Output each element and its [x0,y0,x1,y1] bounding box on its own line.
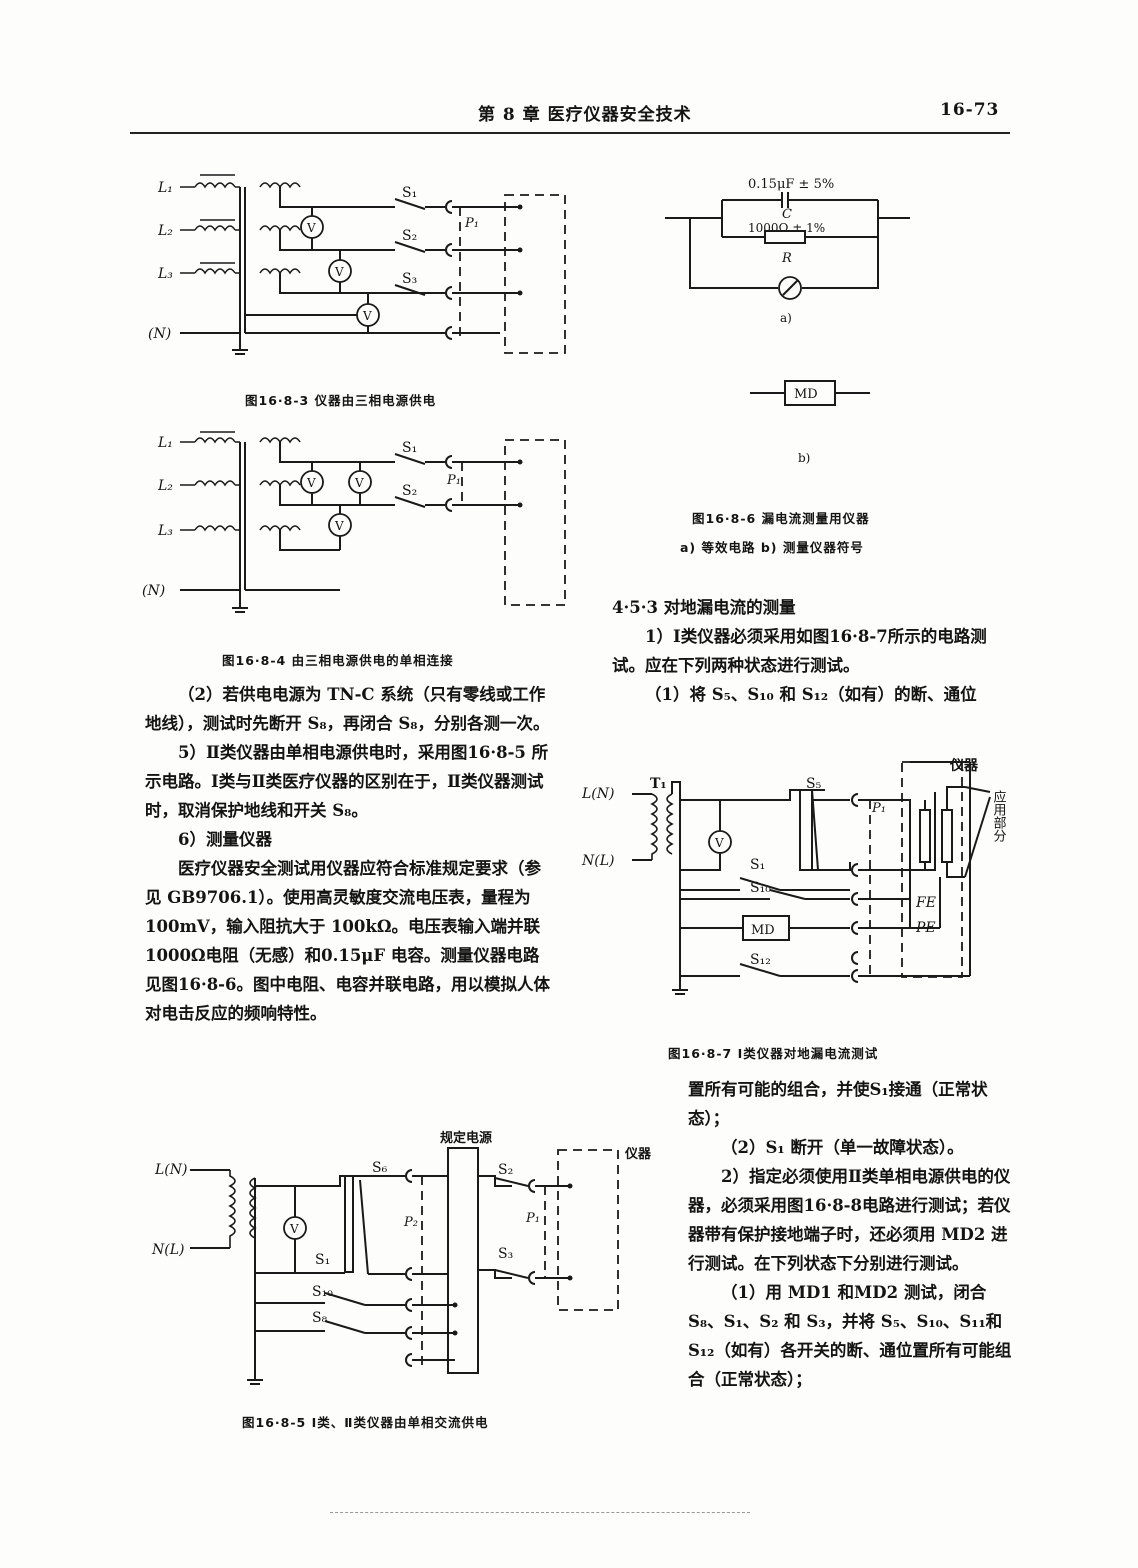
svg-text:L₁: L₁ [157,435,173,451]
svg-text:V: V [334,519,344,533]
caption-fig4: 图16·8-4 由三相电源供电的单相连接 [222,653,454,668]
svg-text:仪器: 仪器 [624,1147,652,1162]
figure-16-8-5: L(N) N(L) 规定电源 仪器 S₆ P₂ S₁ S₁₀ S₈ S₂ S₃ … [151,1130,652,1385]
svg-text:MD: MD [794,387,818,402]
figure-16-8-4: L₁ L₂ L₃ (N) V V V S₁ S₂ P₁ [142,431,566,613]
svg-text:T₁: T₁ [650,776,667,792]
figure-16-8-6: 0.15μF ± 5% C 1000Ω ± 1% R a) MD b) [665,177,910,465]
svg-text:R: R [781,251,792,266]
caption-fig5: 图16·8-5 Ⅰ类、Ⅱ类仪器由单相交流供电 [242,1415,489,1430]
subcaption-fig6: a) 等效电路 b) 测量仪器符号 [680,540,864,555]
label-l2: L₂ [157,223,173,239]
svg-text:S₂: S₂ [498,1162,513,1178]
right-paragraph-5: 2）指定必须使用Ⅱ类单相电源供电的仪器，必须采用图16·8-8电路进行测试；若仪… [688,1167,1011,1273]
svg-text:P₂: P₂ [403,1215,418,1230]
right-text-block: 4·5·3 对地漏电流的测量 1）Ⅰ类仪器必须采用如图16·8-7所示的电路测试… [612,593,1012,709]
svg-text:仪器: 仪器 [949,758,979,774]
svg-text:MD: MD [751,923,775,938]
caption-fig7: 图16·8-7 Ⅰ类仪器对地漏电流测试 [668,1046,879,1061]
svg-text:V: V [354,476,364,490]
page-bottom-line [330,1512,750,1513]
svg-text:S₁₀: S₁₀ [750,880,771,896]
left-paragraph-2: 5）Ⅱ类仪器由单相电源供电时，采用图16·8-5 所示电路。Ⅰ类与Ⅱ类医疗仪器的… [145,743,549,820]
svg-text:S₁: S₁ [402,440,417,456]
svg-text:V: V [306,221,316,235]
right-paragraph-6: （1）用 MD1 和MD2 测试，闭合 S₈、S₁、S₂ 和 S₃，并将 S₅、… [688,1283,1012,1389]
svg-text:C: C [782,207,792,222]
svg-text:P₁: P₁ [446,473,461,488]
svg-text:S₅: S₅ [806,776,822,792]
svg-text:S₁: S₁ [750,857,765,873]
cap-value: 0.15μF ± 5% [748,177,834,192]
svg-text:FE: FE [915,895,936,911]
svg-text:S₆: S₆ [372,1160,388,1176]
phase-inputs: L₁ L₂ L₃ (N) [148,174,301,342]
svg-text:(N): (N) [142,583,165,599]
label-l1: L₁ [157,180,173,196]
r-value: 1000Ω ± 1% [748,221,825,235]
chapter-title: 第 8 章 医疗仪器安全技术 [478,105,692,125]
right-paragraph-1: 1）Ⅰ类仪器必须采用如图16·8-7所示的电路测试。应在下列两种状态进行测试。 [612,627,987,675]
svg-text:V: V [306,476,316,490]
svg-text:V: V [714,836,724,850]
left-text-block: （2）若供电电源为 TN-C 系统（只有零线或工作地线），测试时先断开 S₈，再… [145,680,555,1028]
svg-text:N(L): N(L) [581,853,614,869]
page-number: 16-73 [940,100,1000,120]
label-l3: L₃ [157,266,173,282]
left-paragraph-3: 6）测量仪器 [178,830,272,849]
svg-text:S₂: S₂ [402,483,417,499]
svg-text:L₃: L₃ [157,523,173,539]
svg-text:P₁: P₁ [871,801,886,816]
right-paragraph-4: （2）S₁ 断开（单一故障状态）。 [721,1138,964,1157]
label-n: (N) [148,326,171,342]
svg-text:b): b) [798,451,810,465]
svg-text:V: V [334,265,344,279]
label-s1: S₁ [402,185,417,201]
right-lower-text-block: 置所有可能的组合，并使S₁接通（正常状态）； （2）S₁ 断开（单一故障状态）。… [688,1075,1013,1394]
figure-16-8-7: L(N) N(L) T₁ S₅ P₁ S₁ S₁₀ S₁₂ FE PE 仪器 应… [581,758,1007,995]
caption-fig6: 图16·8-6 漏电流测量用仪器 [692,511,870,526]
svg-text:V: V [289,1222,299,1236]
svg-text:S₁: S₁ [315,1252,330,1268]
svg-text:L₂: L₂ [157,478,173,494]
right-paragraph-3: 置所有可能的组合，并使S₁接通（正常状态）； [688,1080,988,1128]
caption-fig3: 图16·8-3 仪器由三相电源供电 [245,393,437,408]
svg-text:规定电源: 规定电源 [440,1130,492,1146]
svg-text:应用部分: 应用部分 [991,789,1007,843]
svg-text:N(L): N(L) [151,1242,184,1258]
svg-text:P₁: P₁ [525,1211,540,1226]
label-s2: S₂ [402,228,417,244]
svg-text:a): a) [780,311,792,325]
section-heading: 4·5·3 对地漏电流的测量 [612,598,796,617]
figure-16-8-3: L₁ L₂ L₃ (N) V V V S₁ S₂ S₃ P₁ [148,174,566,355]
left-paragraph-4: 医疗仪器安全测试用仪器应符合标准规定要求（参见 GB9706.1）。使用高灵敏度… [145,859,551,1023]
svg-text:S₈: S₈ [312,1310,328,1326]
svg-text:L(N): L(N) [154,1162,187,1178]
svg-text:S₁₂: S₁₂ [750,952,771,968]
svg-text:L(N): L(N) [581,786,614,802]
label-s3: S₃ [402,271,417,287]
label-p1: P₁ [464,216,479,231]
left-paragraph-1: （2）若供电电源为 TN-C 系统（只有零线或工作地线），测试时先断开 S₈，再… [145,685,550,733]
svg-text:S₁₀: S₁₀ [312,1284,333,1300]
header-rule [130,132,1010,134]
right-paragraph-2: （1）将 S₅、S₁₀ 和 S₁₂（如有）的断、通位 [645,685,977,704]
svg-text:S₃: S₃ [498,1246,513,1262]
svg-text:V: V [362,309,372,323]
